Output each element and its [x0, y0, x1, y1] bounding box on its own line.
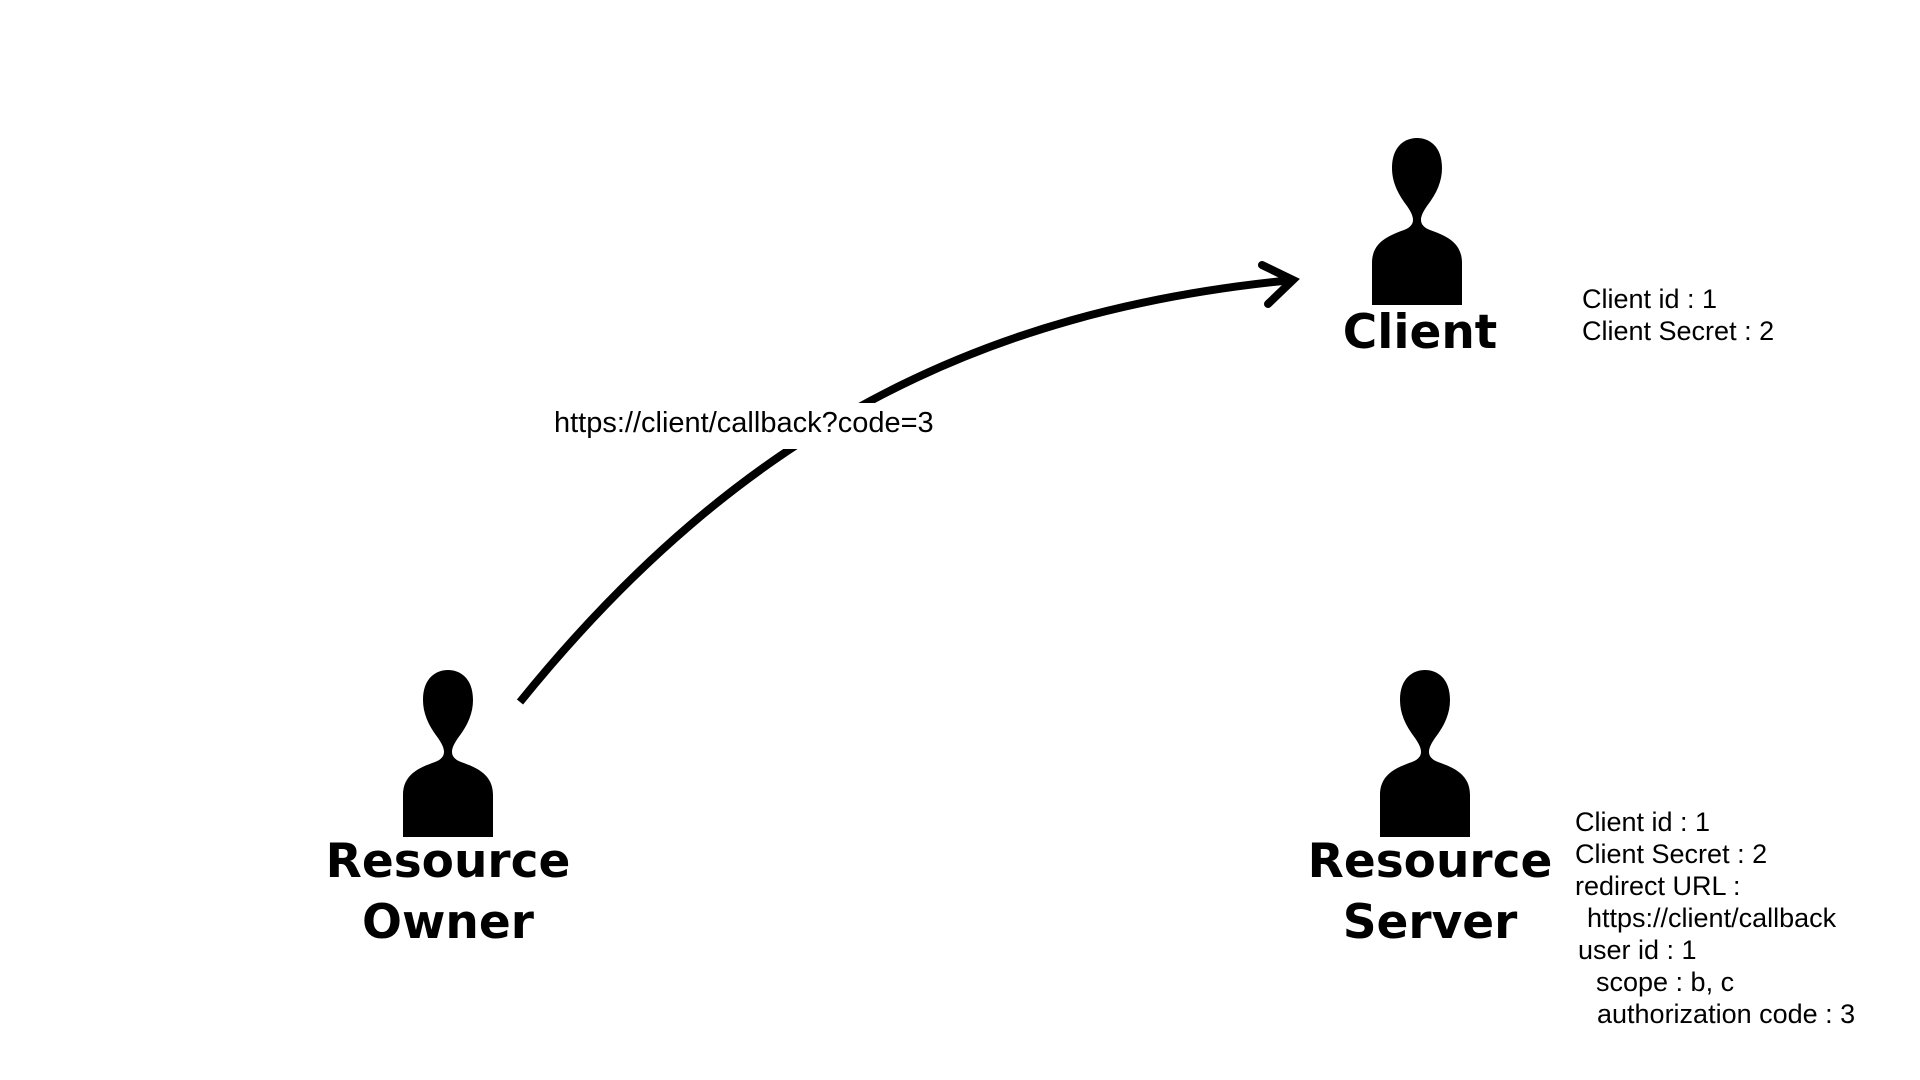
client-label: Client [1343, 305, 1498, 360]
server-info-line: scope : b, c [1596, 967, 1734, 997]
client-info-line: Client id : 1 [1582, 284, 1717, 314]
server-info-line: user id : 1 [1578, 935, 1697, 965]
client-info: Client id : 1 Client Secret : 2 [1582, 284, 1774, 346]
person-icon [403, 670, 493, 837]
server-info-line: authorization code : 3 [1597, 999, 1855, 1029]
resource-owner-label-line-1: Resource [326, 834, 571, 889]
redirect-arrow [516, 276, 1294, 705]
edge-label: https://client/callback?code=3 [554, 407, 934, 439]
client-node: Client [1343, 138, 1498, 360]
person-icon [1372, 138, 1462, 305]
resource-server-label-line-1: Resource [1308, 834, 1553, 889]
server-info-line: redirect URL : [1575, 871, 1741, 901]
server-info-line: Client id : 1 [1575, 807, 1710, 837]
edge-label-backdrop [548, 403, 926, 449]
resource-owner-node: Resource Owner [326, 670, 571, 950]
resource-server-node: Resource Server [1308, 670, 1553, 950]
redirect-edge: https://client/callback?code=3 [516, 261, 1300, 705]
resource-owner-label-line-2: Owner [362, 895, 535, 950]
person-icon [1380, 670, 1470, 837]
resource-server-info: Client id : 1 Client Secret : 2 redirect… [1575, 807, 1855, 1029]
client-info-line: Client Secret : 2 [1582, 316, 1774, 346]
server-info-line: https://client/callback [1587, 903, 1837, 933]
resource-server-label-line-2: Server [1343, 895, 1518, 950]
server-info-line: Client Secret : 2 [1575, 839, 1767, 869]
arrowhead-icon [1258, 261, 1300, 308]
